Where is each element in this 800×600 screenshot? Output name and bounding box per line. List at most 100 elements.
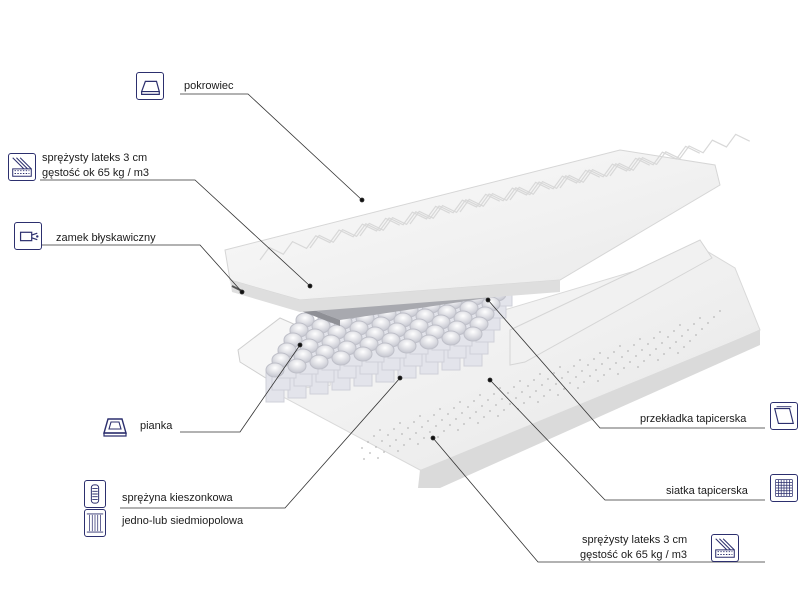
perforation-dot — [457, 429, 459, 431]
latex-bottom-icon — [711, 534, 739, 562]
perforation-dot — [675, 341, 677, 343]
perforation-dot — [395, 439, 397, 441]
perforation-dot — [369, 452, 371, 454]
perforation-dot — [649, 354, 651, 356]
perforation-dot — [413, 421, 415, 423]
perforation-dot — [559, 366, 561, 368]
perforation-dot — [707, 322, 709, 324]
perforation-dot — [393, 428, 395, 430]
perforation-dot — [453, 407, 455, 409]
spring-coil — [397, 338, 417, 354]
perforation-dot — [597, 380, 599, 382]
leader-foam — [180, 344, 301, 433]
perforation-dot — [615, 362, 617, 364]
perforation-dot — [417, 443, 419, 445]
quilt-wave — [409, 181, 550, 225]
perforation-dot — [641, 349, 643, 351]
perforation-dot — [539, 373, 541, 375]
perforation-dot — [599, 352, 601, 354]
perforation-dot — [455, 418, 457, 420]
perforation-dot — [567, 371, 569, 373]
perforation-dot — [463, 423, 465, 425]
quilt-wave — [259, 217, 400, 261]
perforation-dot — [461, 412, 463, 414]
perforation-dot — [447, 413, 449, 415]
perforation-dot — [689, 340, 691, 342]
perforation-dot — [469, 417, 471, 419]
perforation-dot — [407, 427, 409, 429]
mesh-label: siatka tapicerska — [666, 485, 748, 497]
perforation-dot — [479, 394, 481, 396]
perforation-dot — [459, 401, 461, 403]
perforation-dot — [423, 437, 425, 439]
perforation-dot — [573, 365, 575, 367]
perforation-dot — [367, 441, 369, 443]
top-cover-slab — [224, 133, 750, 312]
perforation-dot — [377, 457, 379, 459]
perforation-dot — [513, 386, 515, 388]
perforation-dot — [587, 364, 589, 366]
perforation-dot — [619, 345, 621, 347]
perforation-dot — [501, 398, 503, 400]
perforation-dot — [419, 415, 421, 417]
perforation-dot — [401, 433, 403, 435]
quilt-wave — [609, 133, 750, 177]
leader-felt — [487, 299, 765, 429]
perforation-dot — [439, 408, 441, 410]
perforation-dot — [483, 416, 485, 418]
latex-bottom-label-line1: sprężysty lateks 3 cm — [582, 534, 688, 546]
perforation-dot — [687, 329, 689, 331]
perforation-dot — [693, 323, 695, 325]
cover-label: pokrowiec — [184, 80, 234, 92]
perforation-dot — [495, 404, 497, 406]
perforation-dot — [481, 405, 483, 407]
perforation-dot — [363, 458, 365, 460]
leader-zipper — [40, 244, 243, 293]
perforation-dot — [673, 330, 675, 332]
perforation-dot — [403, 444, 405, 446]
perforation-dot — [607, 357, 609, 359]
perforation-dot — [583, 381, 585, 383]
perforation-dot — [561, 377, 563, 379]
leader-lines — [40, 93, 765, 563]
pocket-spring-label: sprężyna kieszonkowa — [122, 492, 233, 504]
perforation-dot — [609, 368, 611, 370]
perforation-dot — [601, 363, 603, 365]
latex-top-label-line1: sprężysty lateks 3 cm — [42, 152, 148, 164]
perforation-dot — [537, 401, 539, 403]
zipper-label: zamek błyskawiczny — [56, 232, 156, 244]
perforation-dot — [637, 366, 639, 368]
perforation-dot — [667, 336, 669, 338]
spring-coil — [353, 346, 373, 362]
perforation-dot — [603, 374, 605, 376]
perforation-dot — [669, 347, 671, 349]
leader-latex-bottom — [432, 437, 765, 563]
perforation-dot — [699, 317, 701, 319]
perforation-dot — [547, 378, 549, 380]
mattress-cover-icon — [136, 72, 164, 100]
spring-coil — [331, 350, 351, 366]
perforation-dot — [549, 389, 551, 391]
perforation-dot — [379, 429, 381, 431]
perforation-dot — [581, 370, 583, 372]
perforation-dot — [361, 447, 363, 449]
perforation-dot — [579, 359, 581, 361]
foam-tray-icon — [101, 411, 129, 439]
zone-spring-icon — [84, 509, 106, 537]
spring-coil — [463, 326, 483, 342]
perforation-dot — [653, 337, 655, 339]
perforation-dot — [695, 334, 697, 336]
spring-coil — [441, 330, 461, 346]
perforation-dot — [427, 420, 429, 422]
spring-coil — [375, 342, 395, 358]
latex-top-icon — [8, 153, 36, 181]
perforation-dot — [409, 438, 411, 440]
perforation-dot — [497, 415, 499, 417]
perforation-dot — [635, 355, 637, 357]
quilt-wave — [359, 193, 500, 237]
perforation-dot — [661, 342, 663, 344]
perforation-dot — [617, 373, 619, 375]
perforation-dot — [683, 346, 685, 348]
